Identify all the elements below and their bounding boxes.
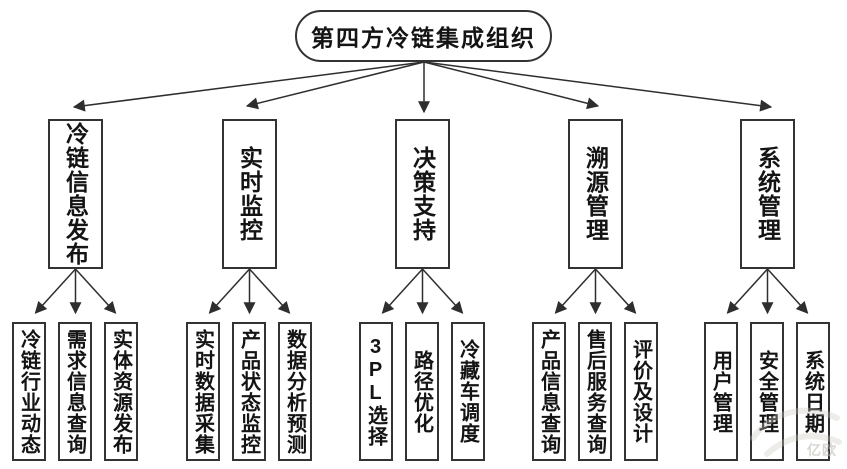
branch-node-decision-support: 决策支持 bbox=[395, 119, 450, 269]
arrow-b5-l3 bbox=[766, 268, 809, 314]
leaf-node-reefer-dispatch: 冷藏车调度 bbox=[451, 322, 485, 461]
branch-node-system-management: 系统管理 bbox=[740, 119, 795, 269]
arrow-b4-l3 bbox=[594, 268, 637, 314]
branch-node-cold-chain-info: 冷链信息发布 bbox=[48, 119, 103, 269]
branch-node-realtime-monitor: 实时监控 bbox=[222, 119, 277, 269]
leaf-node-evaluation-design: 评价及设计 bbox=[624, 322, 658, 461]
root-node: 第四方冷链集成组织 bbox=[295, 10, 552, 62]
leaf-node-3pl-selection: 3PL选择 bbox=[359, 322, 393, 461]
leaf-node-system-date: 系统日期 bbox=[796, 322, 830, 461]
leaf-node-product-info-query: 产品信息查询 bbox=[532, 322, 566, 461]
leaf-node-security-management: 安全管理 bbox=[750, 322, 784, 461]
leaf-node-resource-release: 实体资源发布 bbox=[104, 322, 138, 461]
arrow-b1-l3 bbox=[74, 268, 117, 314]
leaf-node-realtime-data-collect: 实时数据采集 bbox=[186, 322, 220, 461]
arrow-b3-l1 bbox=[381, 268, 424, 314]
arrow-b3-l3 bbox=[421, 268, 464, 314]
leaf-node-route-optimize: 路径优化 bbox=[405, 322, 439, 461]
arrow-root-branch5 bbox=[423, 61, 773, 112]
arrow-root-branch4 bbox=[423, 61, 600, 110]
leaf-node-product-status-monitor: 产品状态监控 bbox=[232, 322, 266, 461]
leaf-node-data-analysis-forecast: 数据分析预测 bbox=[278, 322, 312, 461]
arrow-root-branch2 bbox=[245, 61, 425, 110]
arrow-b2-l1 bbox=[208, 268, 251, 314]
arrow-b1-l1 bbox=[34, 268, 77, 314]
branch-node-trace-management: 溯源管理 bbox=[568, 119, 623, 269]
arrow-root-branch1 bbox=[72, 61, 425, 112]
arrow-b4-l1 bbox=[554, 268, 597, 314]
leaf-node-user-management: 用户管理 bbox=[704, 322, 738, 461]
leaf-node-industry-trends: 冷链行业动态 bbox=[12, 322, 46, 461]
leaf-node-aftersales-query: 售后服务查询 bbox=[578, 322, 612, 461]
arrow-b2-l3 bbox=[248, 268, 291, 314]
leaf-node-demand-info-query: 需求信息查询 bbox=[58, 322, 92, 461]
arrow-b5-l1 bbox=[726, 268, 769, 314]
